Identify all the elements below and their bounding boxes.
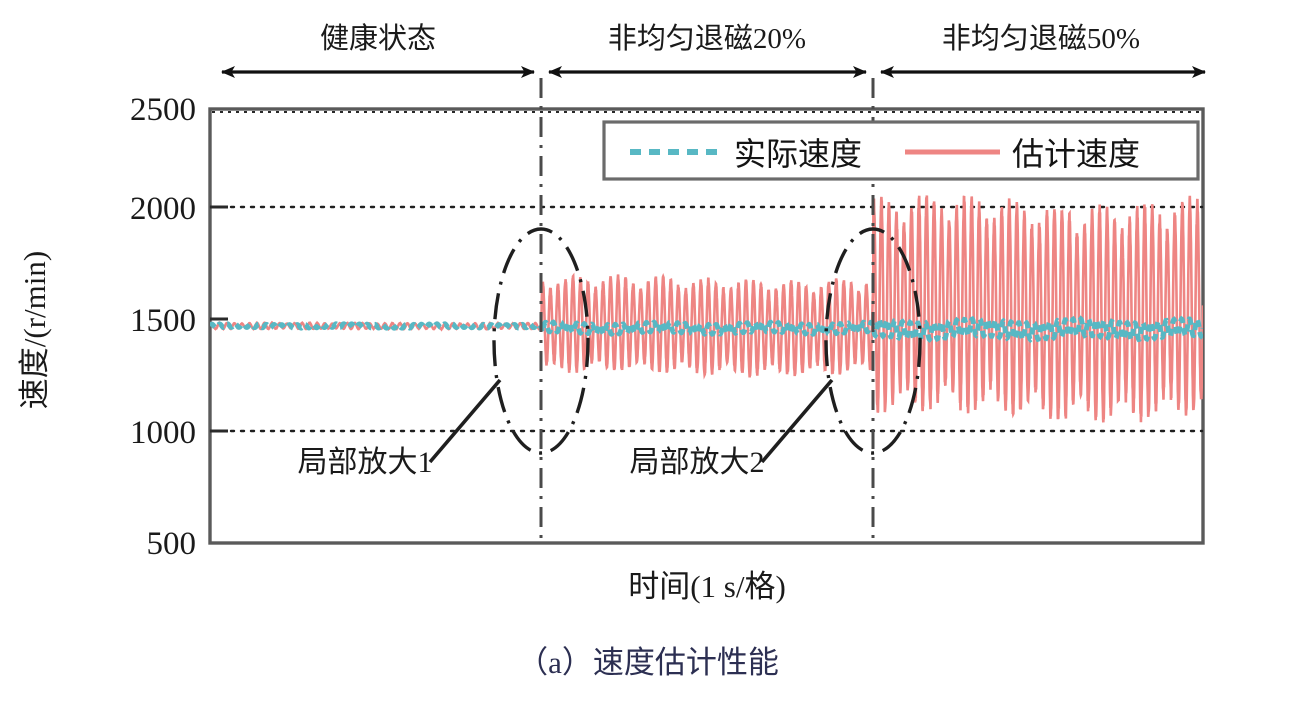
- ytick-label-500: 500: [147, 526, 197, 562]
- callout-leader-2: [760, 378, 834, 464]
- callout-label-2: 局部放大2: [630, 446, 765, 479]
- callout-leader-1: [428, 378, 502, 464]
- legend-label-estimated-speed: 估计速度: [1012, 136, 1140, 172]
- region-labels: 健康状态 非均匀退磁20% 非均匀退磁50%: [320, 22, 1140, 55]
- region-label-demag50: 非均匀退磁50%: [942, 22, 1140, 55]
- callout-ellipse-2: [824, 227, 922, 455]
- x-axis-title: 时间(1 s/格): [628, 569, 786, 604]
- region-label-demag20: 非均匀退磁20%: [608, 22, 806, 55]
- series-group: [210, 195, 1203, 423]
- region-label-healthy: 健康状态: [320, 22, 436, 55]
- ytick-label-2500: 2500: [130, 92, 196, 128]
- callout-1: 局部放大1: [298, 227, 590, 479]
- y-axis-ticks: [210, 205, 228, 433]
- ytick-label-1500: 1500: [130, 303, 196, 339]
- legend-label-actual-speed: 实际速度: [734, 136, 862, 172]
- legend-box: [602, 120, 1200, 181]
- y-axis-tick-labels: 2500 2000 1500 1000 500: [130, 92, 196, 562]
- y-axis-title: 速度/(r/min): [17, 251, 52, 409]
- ytick-label-1000: 1000: [130, 415, 196, 451]
- callout-label-1: 局部放大1: [298, 446, 433, 479]
- series-actual-speed: [210, 315, 1203, 344]
- ytick-label-2000: 2000: [130, 191, 196, 227]
- figure-caption: （a）速度估计性能: [517, 645, 779, 680]
- callout-ellipse-1: [492, 227, 590, 455]
- callout-2: 局部放大2: [630, 227, 922, 479]
- chart-legend[interactable]: 实际速度 估计速度: [602, 120, 1200, 181]
